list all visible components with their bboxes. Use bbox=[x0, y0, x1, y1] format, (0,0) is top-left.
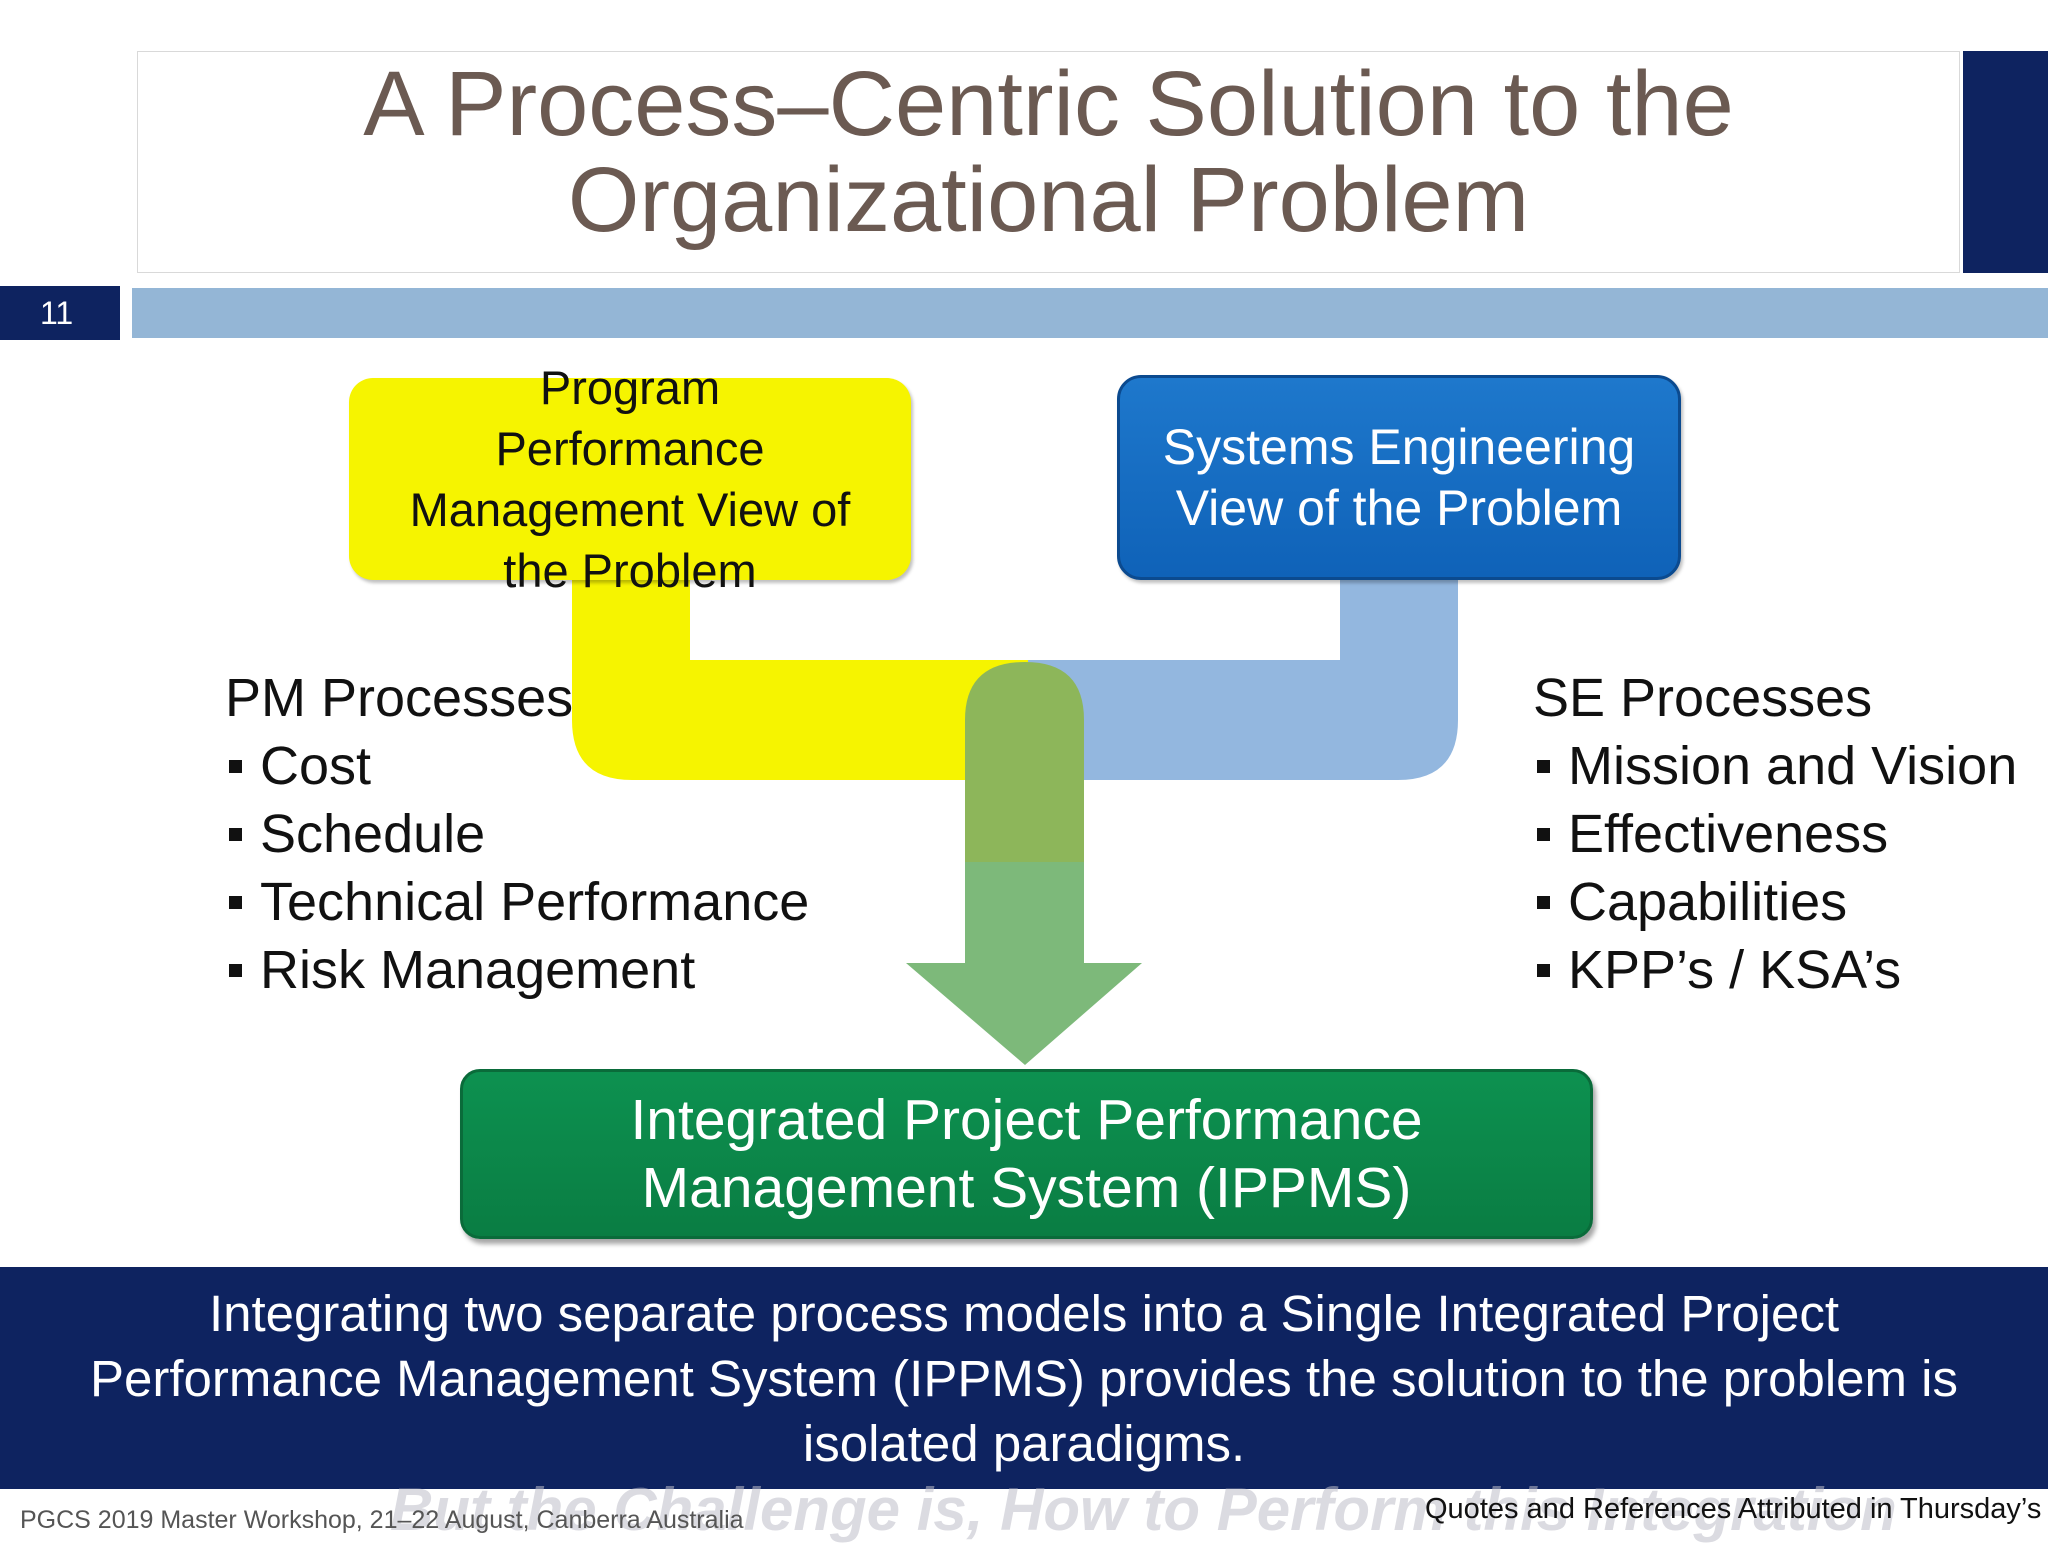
summary-line-3: isolated paradigms. bbox=[802, 1414, 1246, 1472]
se-process-effectiveness: Effectiveness bbox=[1568, 804, 1889, 864]
page-title: A Process–Centric Solution to the Organi… bbox=[137, 56, 1960, 248]
list-item: Cost bbox=[225, 732, 809, 800]
se-connector bbox=[1028, 580, 1458, 780]
bullet-icon bbox=[229, 827, 242, 841]
pm-view-line-2: Performance bbox=[495, 422, 765, 475]
pm-processes-list: PM Processes Cost Schedule Technical Per… bbox=[225, 664, 809, 1004]
pm-view-line-1: Program bbox=[539, 361, 721, 414]
footer-overlay-caption: But the Challenge is, How to Perform thi… bbox=[390, 1476, 1897, 1543]
se-process-capabilities: Capabilities bbox=[1568, 872, 1848, 932]
list-item: Technical Performance bbox=[225, 868, 809, 936]
pm-connector bbox=[572, 580, 1028, 780]
se-processes-heading: SE Processes bbox=[1533, 668, 1873, 728]
bullet-icon bbox=[1537, 759, 1550, 773]
se-processes-list: SE Processes Mission and Vision Effectiv… bbox=[1533, 664, 2017, 1004]
pm-view-line-3: Management View of bbox=[409, 483, 851, 536]
list-item: Risk Management bbox=[225, 936, 809, 1004]
summary-line-2: Performance Management System (IPPMS) pr… bbox=[90, 1349, 1958, 1407]
down-arrow bbox=[906, 862, 1142, 1065]
list-item: Effectiveness bbox=[1533, 800, 2017, 868]
bullet-icon bbox=[229, 759, 242, 773]
ippms-line-1: Integrated Project Performance bbox=[630, 1088, 1423, 1152]
title-frame bbox=[137, 51, 1960, 273]
bullet-icon bbox=[229, 895, 242, 909]
ippms-box: Integrated Project Performance Managemen… bbox=[460, 1069, 1593, 1239]
summary-banner: Integrating two separate process models … bbox=[0, 1267, 2048, 1489]
se-view-box: Systems Engineering View of the Problem bbox=[1117, 375, 1681, 580]
ippms-line-2: Management System (IPPMS) bbox=[641, 1156, 1412, 1220]
pm-view-box: Program Performance Management View of t… bbox=[349, 361, 911, 597]
pm-process-risk-management: Risk Management bbox=[260, 940, 696, 1000]
se-process-mission-vision: Mission and Vision bbox=[1568, 736, 2018, 796]
pm-view-line-4: the Problem bbox=[503, 544, 757, 597]
slide-number: 11 bbox=[0, 286, 120, 340]
list-item: Mission and Vision bbox=[1533, 732, 2017, 800]
list-item: Schedule bbox=[225, 800, 809, 868]
header-rule bbox=[132, 288, 2048, 338]
pm-process-cost: Cost bbox=[260, 736, 372, 796]
se-process-kpps-ksas: KPP’s / KSA’s bbox=[1568, 940, 1902, 1000]
bullet-icon bbox=[1537, 827, 1550, 841]
list-item: KPP’s / KSA’s bbox=[1533, 936, 2017, 1004]
bullet-icon bbox=[229, 963, 242, 977]
merge-column bbox=[965, 662, 1084, 862]
bullet-icon bbox=[1537, 963, 1550, 977]
page-title-line-2: Organizational Problem bbox=[567, 149, 1530, 251]
title-accent-bar bbox=[1963, 51, 2048, 273]
pm-process-technical-performance: Technical Performance bbox=[260, 872, 810, 932]
pm-processes-heading: PM Processes bbox=[225, 668, 574, 728]
bullet-icon bbox=[1537, 895, 1550, 909]
se-view-line-1: Systems Engineering bbox=[1162, 418, 1636, 475]
list-item: Capabilities bbox=[1533, 868, 2017, 936]
se-view-line-2: View of the Problem bbox=[1175, 479, 1623, 536]
footer-event-text: PGCS 2019 Master Workshop, 21–22 August,… bbox=[20, 1506, 744, 1534]
pm-process-schedule: Schedule bbox=[260, 804, 486, 864]
footer-references-text: Quotes and References Attributed in Thur… bbox=[1425, 1493, 2042, 1525]
summary-line-1: Integrating two separate process models … bbox=[208, 1284, 1840, 1342]
page-title-line-1: A Process–Centric Solution to the bbox=[363, 53, 1734, 155]
